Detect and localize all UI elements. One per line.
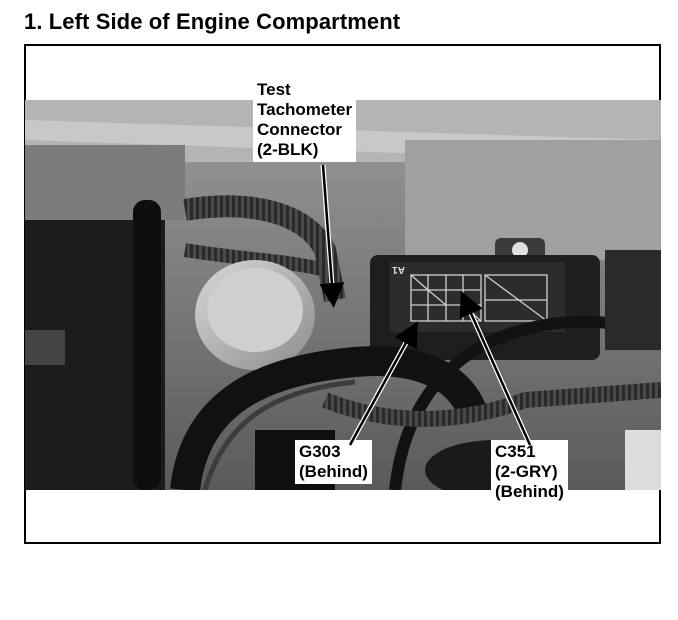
callout-line: Tachometer bbox=[257, 100, 353, 119]
callout-line: Connector bbox=[257, 120, 342, 139]
callout-line: Test bbox=[257, 80, 291, 99]
page-title: 1. Left Side of Engine Compartment bbox=[24, 9, 401, 34]
label-plate-text: A1 bbox=[392, 264, 405, 275]
callout-line: (2-BLK) bbox=[257, 140, 319, 159]
callout-line: (2-GRY) bbox=[495, 462, 558, 481]
callout-test-tachometer-connector: Test Tachometer Connector (2-BLK) bbox=[253, 78, 357, 162]
callout-c351: C351 (2-GRY) (Behind) bbox=[491, 440, 568, 504]
callout-line: G303 bbox=[299, 442, 341, 461]
callout-line: (Behind) bbox=[495, 482, 564, 501]
callout-line: C351 bbox=[495, 442, 536, 461]
callout-g303: G303 (Behind) bbox=[295, 440, 372, 484]
engine-compartment-photo: A1 bbox=[25, 100, 661, 490]
callout-line: (Behind) bbox=[299, 462, 368, 481]
